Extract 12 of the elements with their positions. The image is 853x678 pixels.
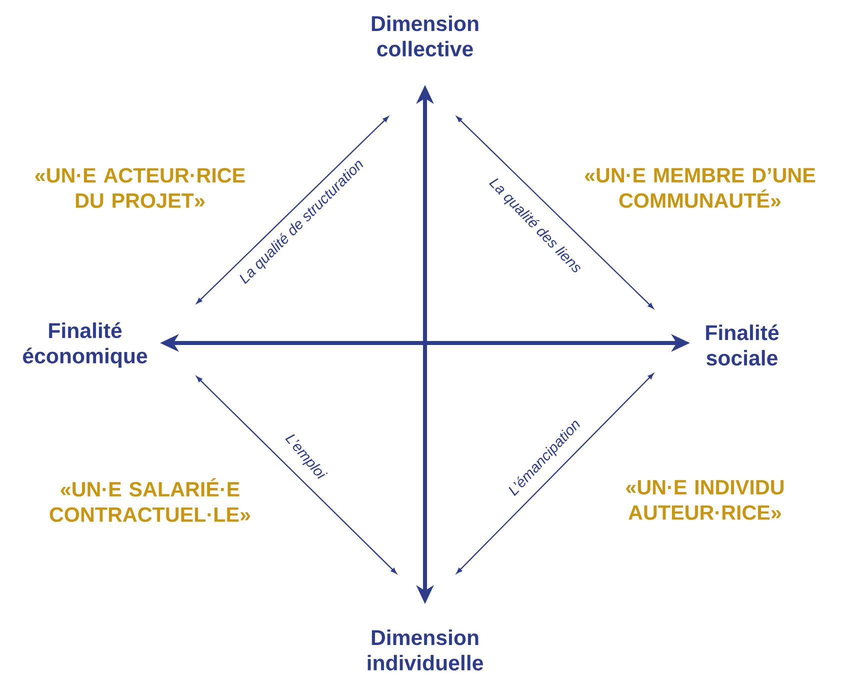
arrow — [196, 376, 397, 574]
quadrant-label: «UN·E MEMBRE D’UNE COMMUNAUTÉ» — [584, 168, 816, 208]
arrow — [196, 116, 389, 304]
quadrant-label: «UN·E SALARIÉ·E CONTRACTUEL·LE» — [50, 478, 250, 522]
axis-label: Dimension collective — [372, 16, 478, 56]
quadrant-label: «UN·E INDIVIDU AUTEUR·RICE» — [626, 480, 784, 520]
axis-label: Dimension individuelle — [368, 630, 483, 670]
quadrant-label: «UN·E ACTEUR·RICE DU PROJET» — [35, 168, 245, 208]
axis-label: Finalité sociale — [706, 324, 779, 366]
axis-label: Finalité économique — [23, 322, 148, 368]
arrow — [456, 116, 654, 309]
arrow — [456, 373, 654, 574]
